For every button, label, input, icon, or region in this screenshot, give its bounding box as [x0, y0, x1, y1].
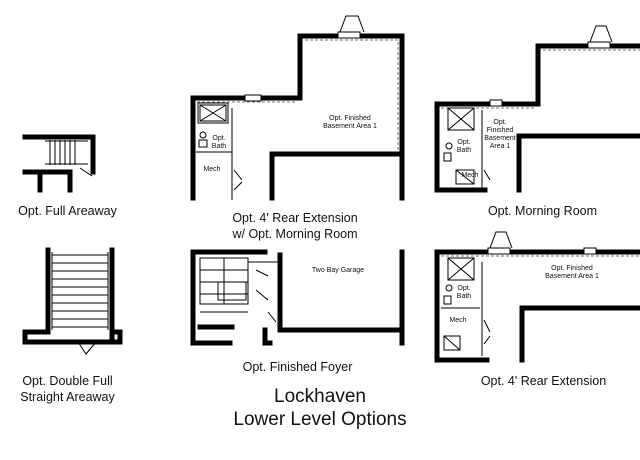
- window: [587, 41, 611, 49]
- window: [244, 94, 262, 102]
- finished-foyer-plan: [190, 249, 405, 346]
- room-label: Mech: [203, 166, 220, 173]
- window: [337, 31, 361, 39]
- room-label: Mech: [449, 317, 466, 324]
- caption-double-areaway: Opt. Double Full: [22, 374, 113, 388]
- room-label: Bath: [457, 147, 472, 154]
- room-label: Mech: [461, 172, 478, 179]
- window: [489, 99, 503, 107]
- room-label: Opt. Finished: [551, 265, 593, 272]
- plan-title: Lockhaven: [274, 386, 366, 407]
- rear-extension-morning-plan: [190, 15, 405, 201]
- caption-morning-room: Opt. Morning Room: [487, 204, 598, 218]
- morning-room-plan: [434, 25, 640, 193]
- room-label: Bath: [457, 293, 472, 300]
- window: [487, 247, 511, 255]
- double-areaway-plan: [22, 247, 123, 355]
- room-label: Basement Area 1: [545, 273, 599, 280]
- caption-finished-foyer: Opt. Finished Foyer: [242, 360, 353, 374]
- caption-full-areaway: Opt. Full Areaway: [18, 204, 117, 218]
- room-label: Area 1: [490, 143, 511, 150]
- rear-extension-plan: [434, 231, 640, 363]
- caption-rear-extension: Opt. 4' Rear Extension: [480, 374, 607, 388]
- plan-subtitle: Lower Level Options: [233, 409, 407, 430]
- caption-rear-extension-morning-line2: w/ Opt. Morning Room: [232, 227, 358, 241]
- room-label: Bath: [212, 143, 227, 150]
- window: [583, 247, 597, 255]
- room-label: Opt. Finished: [329, 115, 371, 122]
- room-label: Finished: [487, 127, 514, 134]
- room-label: Opt.: [493, 119, 506, 126]
- room-label: Basement Area 1: [323, 123, 377, 130]
- caption-rear-extension-morning: Opt. 4' Rear Extension: [232, 211, 358, 225]
- room-label: Opt.: [457, 285, 470, 292]
- full-areaway-plan: [22, 134, 96, 193]
- room-label: Basement: [484, 135, 516, 142]
- room-label: Opt.: [457, 139, 470, 146]
- room-label: Two Bay Garage: [312, 267, 364, 274]
- room-label: Opt.: [212, 135, 225, 142]
- caption-double-areaway-line2: Straight Areaway: [20, 390, 115, 404]
